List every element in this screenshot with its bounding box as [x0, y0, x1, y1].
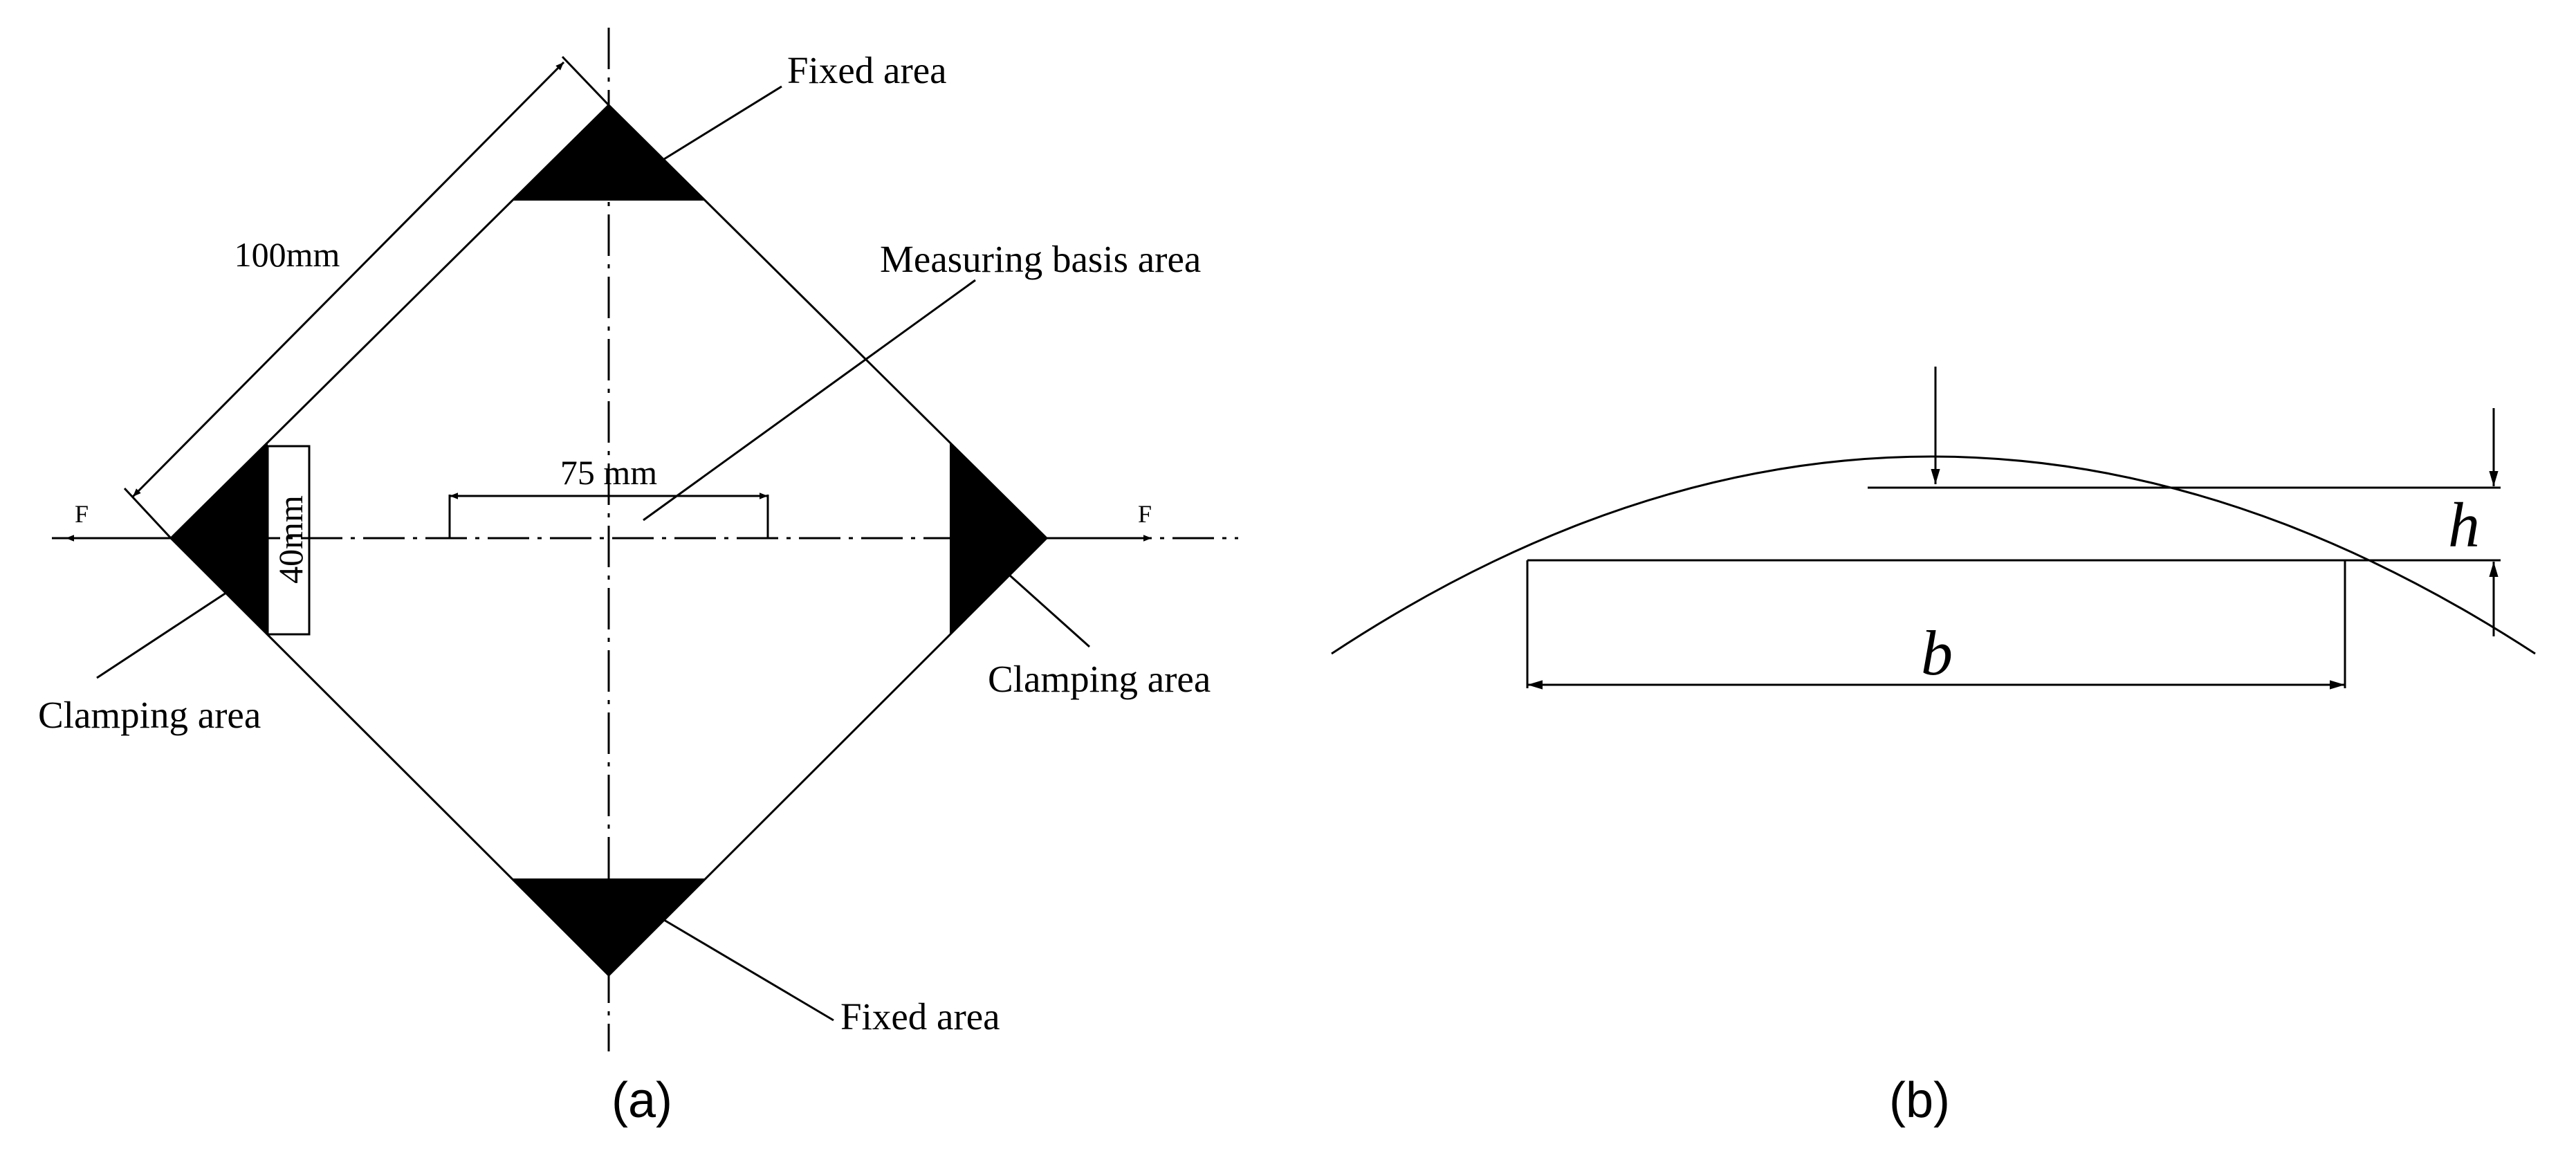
leader-fixed-bottom	[663, 919, 834, 1022]
diagram-b: b h (b)	[1331, 367, 2536, 1128]
fixed-area-bottom	[512, 878, 706, 975]
label-fixed-area-bottom: Fixed area	[840, 995, 1000, 1038]
chord-symbol: b	[1921, 618, 1953, 688]
diagram-a: 40mm 100mm 75 mm F F Fixed area Measurin…	[38, 28, 1238, 1128]
clamping-area-left	[171, 441, 268, 635]
label-fixed-area-top: Fixed area	[787, 49, 947, 91]
side-extension-bottom	[123, 487, 172, 540]
clamping-area-right	[950, 441, 1047, 635]
gauge-dimension-label: 75 mm	[560, 453, 657, 492]
caption-a: (a)	[611, 1073, 672, 1128]
side-extension-top	[561, 55, 610, 107]
clamp-width-label: 40mm	[271, 495, 310, 584]
height-symbol: h	[2448, 490, 2480, 560]
label-measuring-basis-area: Measuring basis area	[880, 238, 1201, 280]
caption-b: (b)	[1889, 1073, 1950, 1128]
leader-clamp-right	[1009, 574, 1091, 648]
leader-clamp-left	[96, 590, 229, 679]
fixed-area-top	[512, 105, 706, 201]
force-label-left: F	[75, 500, 89, 528]
leader-fixed-top	[663, 85, 782, 160]
side-dimension-line	[131, 61, 565, 498]
force-label-right: F	[1138, 500, 1152, 528]
side-dimension-label: 100mm	[234, 235, 340, 274]
label-clamping-area-right: Clamping area	[988, 658, 1211, 700]
label-clamping-area-left: Clamping area	[38, 694, 261, 736]
leader-measuring	[643, 279, 976, 522]
curvature-arc	[1331, 455, 2536, 655]
